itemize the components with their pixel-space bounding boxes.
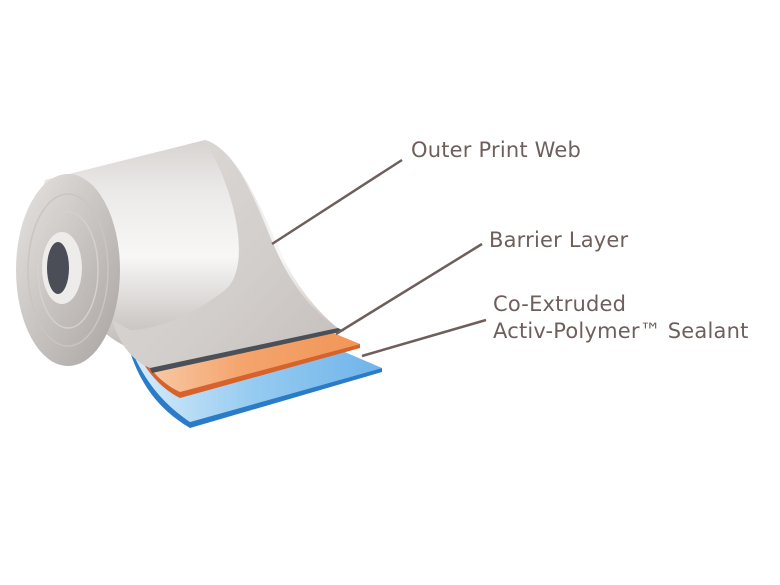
label-sealant-line1: Co-Extruded: [493, 292, 627, 316]
roll-ring-2: [37, 211, 99, 329]
label-sealant-line2: Activ-Polymer™ Sealant: [493, 319, 749, 343]
roll-core-hole: [47, 242, 69, 294]
outer-web-edge: [150, 328, 344, 373]
label-outer-print-web: Outer Print Web: [411, 138, 582, 162]
barrier-layer: [126, 325, 360, 392]
label-sealant: Co-Extruded Activ-Polymer™ Sealant: [493, 291, 749, 345]
leader-line-sealant: [361, 318, 487, 358]
sealant-layer-edge: [124, 330, 382, 428]
leader-line-outer-web: [271, 158, 403, 246]
leader-line-barrier: [335, 242, 483, 336]
outer-web-sheet: [112, 140, 338, 368]
roll-ring-1: [27, 193, 109, 347]
label-barrier-layer: Barrier Layer: [489, 228, 629, 252]
